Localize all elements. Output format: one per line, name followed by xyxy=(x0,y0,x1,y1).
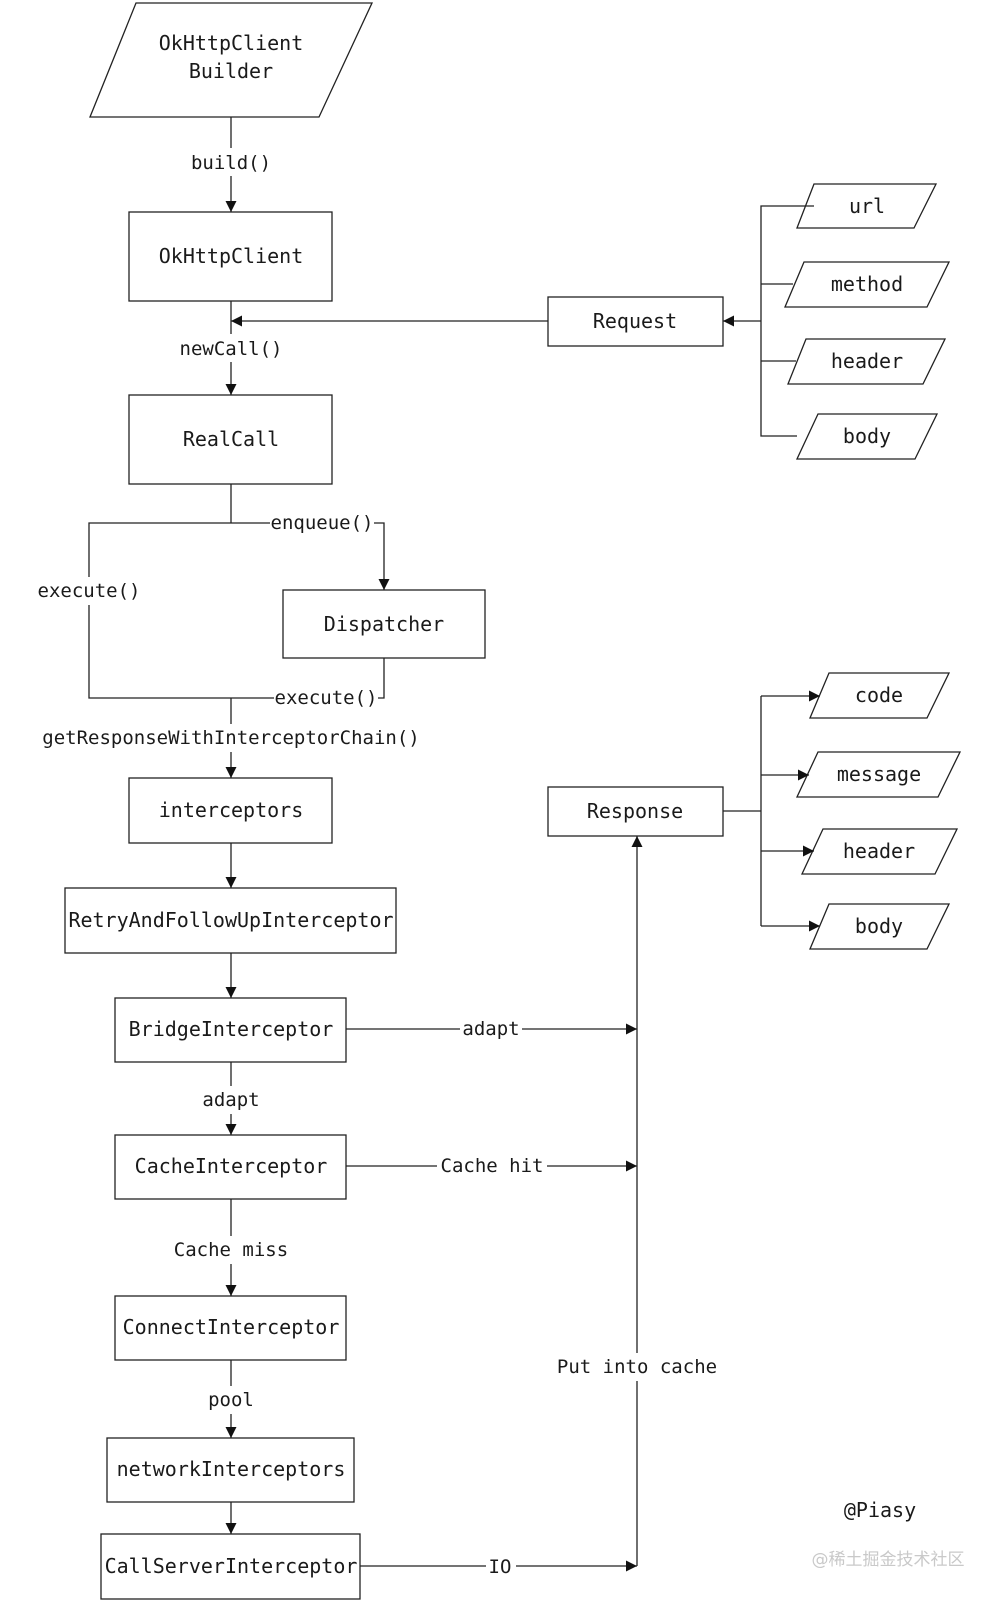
request-label: Request xyxy=(593,309,677,333)
response-label: Response xyxy=(587,799,683,823)
builder-shape xyxy=(89,2,374,118)
builder-label-line2: Builder xyxy=(189,59,273,83)
cache-interceptor-label: CacheInterceptor xyxy=(135,1154,328,1178)
realcall-label: RealCall xyxy=(183,427,279,451)
edge-label-get-chain: getResponseWithInterceptorChain() xyxy=(42,727,420,749)
response-field-code-shape xyxy=(809,672,951,719)
okhttpclient-label: OkHttpClient xyxy=(159,244,304,268)
connect-interceptor-label: ConnectInterceptor xyxy=(123,1315,340,1339)
cache-interceptor-box xyxy=(114,1134,347,1200)
request-field-url-shape xyxy=(796,183,938,229)
callserver-interceptor-box xyxy=(100,1533,361,1600)
request-field-url: url xyxy=(849,194,885,218)
edge-label-execute-dispatcher: execute() xyxy=(275,687,378,709)
edge-label-pool: pool xyxy=(208,1389,254,1411)
builder-label-line1: OkHttpClient xyxy=(159,31,304,55)
dispatcher-box xyxy=(282,589,486,659)
request-field-header-shape xyxy=(787,338,947,385)
request-field-body-shape xyxy=(795,413,939,460)
request-field-header: header xyxy=(831,349,903,373)
network-interceptors-box xyxy=(106,1437,355,1503)
edge-label-build: build() xyxy=(191,152,271,174)
network-interceptors-label: networkInterceptors xyxy=(117,1457,346,1481)
author-label: @Piasy xyxy=(844,1498,916,1522)
request-field-body: body xyxy=(843,424,891,448)
watermark: @稀土掘金技术社区 xyxy=(812,1550,965,1570)
request-field-method: method xyxy=(831,272,903,296)
response-field-code: code xyxy=(855,683,903,707)
request-field-method-shape xyxy=(784,261,951,308)
dispatcher-label: Dispatcher xyxy=(324,612,444,636)
edge-label-cache-hit: Cache hit xyxy=(441,1155,544,1177)
interceptors-box xyxy=(128,777,333,844)
edge-label-cache-miss: Cache miss xyxy=(174,1239,288,1261)
callserver-interceptor-label: CallServerInterceptor xyxy=(105,1554,358,1578)
okhttpclient-box xyxy=(128,211,333,302)
retry-interceptor-box xyxy=(64,887,397,954)
response-field-body: body xyxy=(855,914,903,938)
edge-label-execute-left: execute() xyxy=(38,580,141,602)
response-field-header: header xyxy=(843,839,915,863)
edge-label-io: IO xyxy=(489,1556,512,1578)
interceptors-label: interceptors xyxy=(159,798,304,822)
edge-label-adapt-right: adapt xyxy=(462,1018,519,1040)
response-field-message: message xyxy=(837,762,921,786)
response-field-header-shape xyxy=(800,828,959,875)
bridge-interceptor-box xyxy=(114,997,347,1063)
response-field-message-shape xyxy=(795,751,962,798)
connect-interceptor-box xyxy=(114,1295,347,1361)
retry-interceptor-label: RetryAndFollowUpInterceptor xyxy=(68,908,393,932)
response-box xyxy=(547,786,724,837)
edge-label-adapt-down: adapt xyxy=(202,1089,259,1111)
bridge-interceptor-label: BridgeInterceptor xyxy=(129,1017,334,1041)
edge-label-enqueue: enqueue() xyxy=(271,512,374,534)
edge-label-put-into-cache: Put into cache xyxy=(557,1356,717,1378)
edge-label-newcall: newCall() xyxy=(180,338,283,360)
response-field-body-shape xyxy=(809,903,951,950)
